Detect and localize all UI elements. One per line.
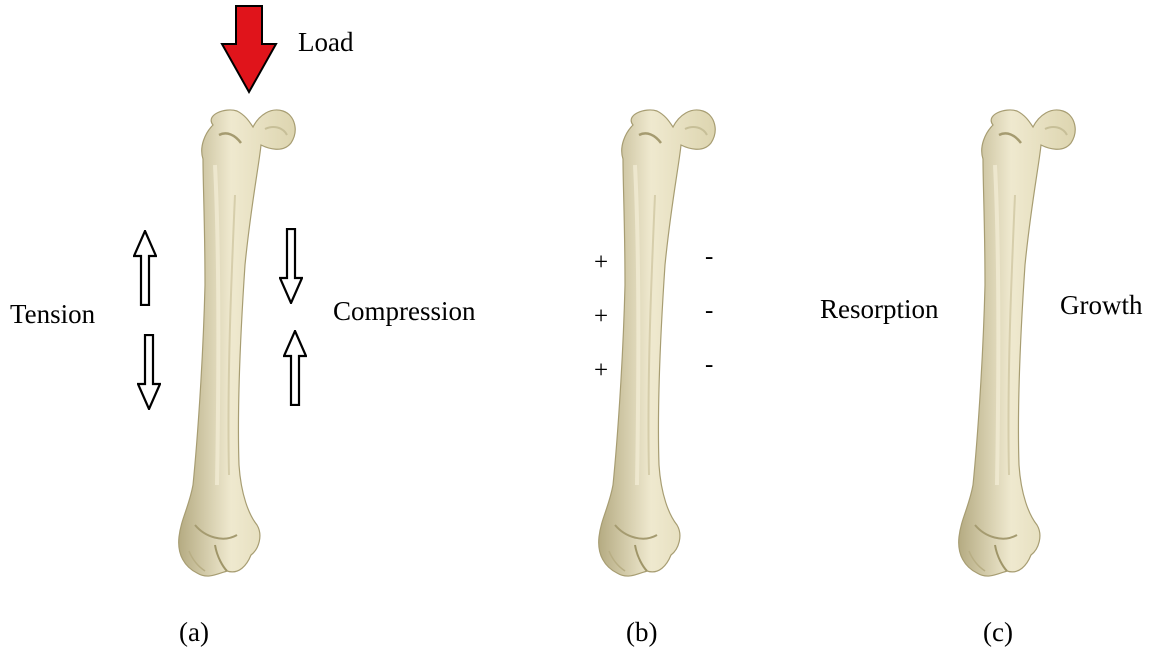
- tension-down-arrow-icon: [138, 335, 160, 409]
- plus-sign: +: [594, 249, 608, 276]
- panel-a: Load Tension Compression (a): [10, 6, 476, 647]
- plus-sign: +: [594, 357, 608, 384]
- caption-a: (a): [179, 617, 209, 647]
- panel-c: Resorption Growth (c): [820, 110, 1143, 647]
- tension-up-arrow-icon: [134, 231, 156, 305]
- minus-sign: -: [705, 351, 713, 378]
- caption-b: (b): [626, 617, 657, 647]
- tension-label: Tension: [10, 299, 96, 329]
- plus-sign: +: [594, 303, 608, 330]
- growth-label: Growth: [1060, 290, 1143, 320]
- resorption-label: Resorption: [820, 294, 939, 324]
- minus-sign: -: [705, 297, 713, 324]
- femur-image-a: [179, 110, 295, 576]
- minus-sign: -: [705, 243, 713, 270]
- caption-c: (c): [983, 617, 1013, 647]
- compression-label: Compression: [333, 296, 476, 326]
- load-arrow-icon: [222, 6, 276, 92]
- compression-up-arrow-icon: [284, 331, 306, 405]
- compression-down-arrow-icon: [280, 229, 302, 303]
- panel-b: + + + - - - (b): [594, 110, 715, 647]
- femur-image-c: [959, 110, 1075, 576]
- femur-image-b: [599, 110, 715, 576]
- load-label: Load: [298, 27, 354, 57]
